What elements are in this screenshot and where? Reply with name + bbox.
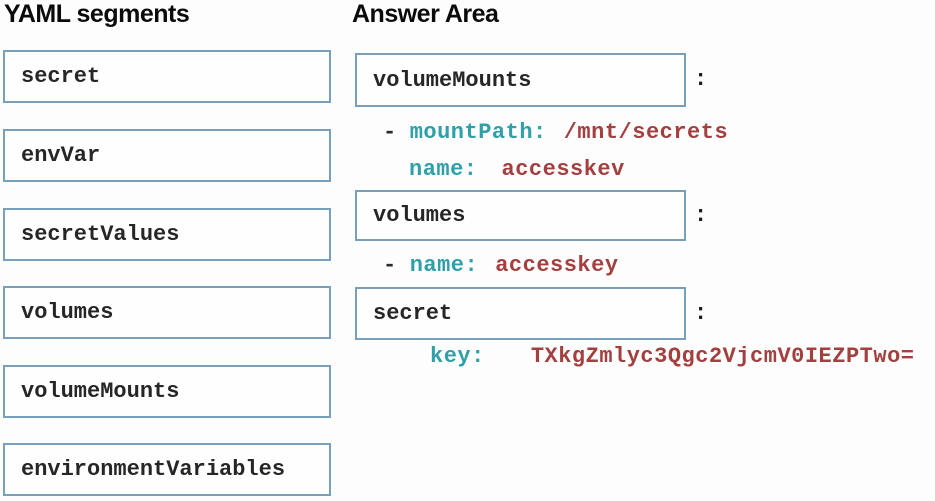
- yaml-colon: :: [694, 67, 708, 92]
- yaml-value: /mnt/secrets: [563, 120, 729, 145]
- answer-slot-label: secret: [373, 301, 453, 326]
- yaml-segments-heading: YAML segments: [4, 0, 190, 28]
- yaml-list-dash: -: [383, 120, 397, 145]
- yaml-code-line-name-accesskev: name: accesskev: [409, 157, 625, 182]
- yaml-colon: :: [694, 301, 708, 326]
- yaml-key: key:: [430, 344, 485, 369]
- answer-slot-secret[interactable]: secret: [355, 287, 686, 340]
- yaml-segment-secret[interactable]: secret: [3, 50, 331, 103]
- answer-slot-label: volumes: [373, 203, 466, 228]
- yaml-value: accesskey: [495, 253, 619, 278]
- yaml-value: TXkgZmlyc3Qgc2VjcmV0IEZPTwo=: [530, 344, 915, 369]
- yaml-segment-volumes[interactable]: volumes: [3, 286, 331, 339]
- yaml-key: name:: [409, 157, 478, 182]
- yaml-code-line-name-accesskey: -name: accesskey: [383, 253, 619, 278]
- yaml-segment-label: secret: [21, 64, 101, 89]
- yaml-segment-label: volumes: [21, 300, 114, 325]
- yaml-value: accesskev: [501, 157, 625, 182]
- yaml-segment-label: secretValues: [21, 222, 180, 247]
- answer-slot-label: volumeMounts: [373, 67, 532, 93]
- yaml-segment-envvar[interactable]: envVar: [3, 129, 331, 182]
- yaml-segment-volumemounts[interactable]: volumeMounts: [3, 365, 331, 418]
- yaml-key: name:: [409, 253, 479, 278]
- yaml-segment-label: envVar: [21, 143, 101, 168]
- yaml-code-line-key-base64: key: TXkgZmlyc3Qgc2VjcmV0IEZPTwo=: [430, 344, 914, 369]
- answer-slot-volumes[interactable]: volumes: [355, 190, 686, 241]
- answer-area-heading: Answer Area: [352, 0, 499, 28]
- yaml-segment-secretvalues[interactable]: secretValues: [3, 208, 331, 261]
- yaml-segment-label: volumeMounts: [21, 379, 180, 404]
- yaml-code-line-mountpath: -mountPath: /mnt/secrets: [383, 120, 728, 145]
- answer-slot-volumemounts[interactable]: volumeMounts: [355, 53, 686, 107]
- yaml-colon: :: [694, 203, 708, 228]
- yaml-list-dash: -: [383, 253, 397, 278]
- yaml-segment-environmentvariables[interactable]: environmentVariables: [3, 443, 331, 496]
- yaml-segment-label: environmentVariables: [21, 457, 286, 482]
- yaml-key: mountPath:: [409, 120, 547, 145]
